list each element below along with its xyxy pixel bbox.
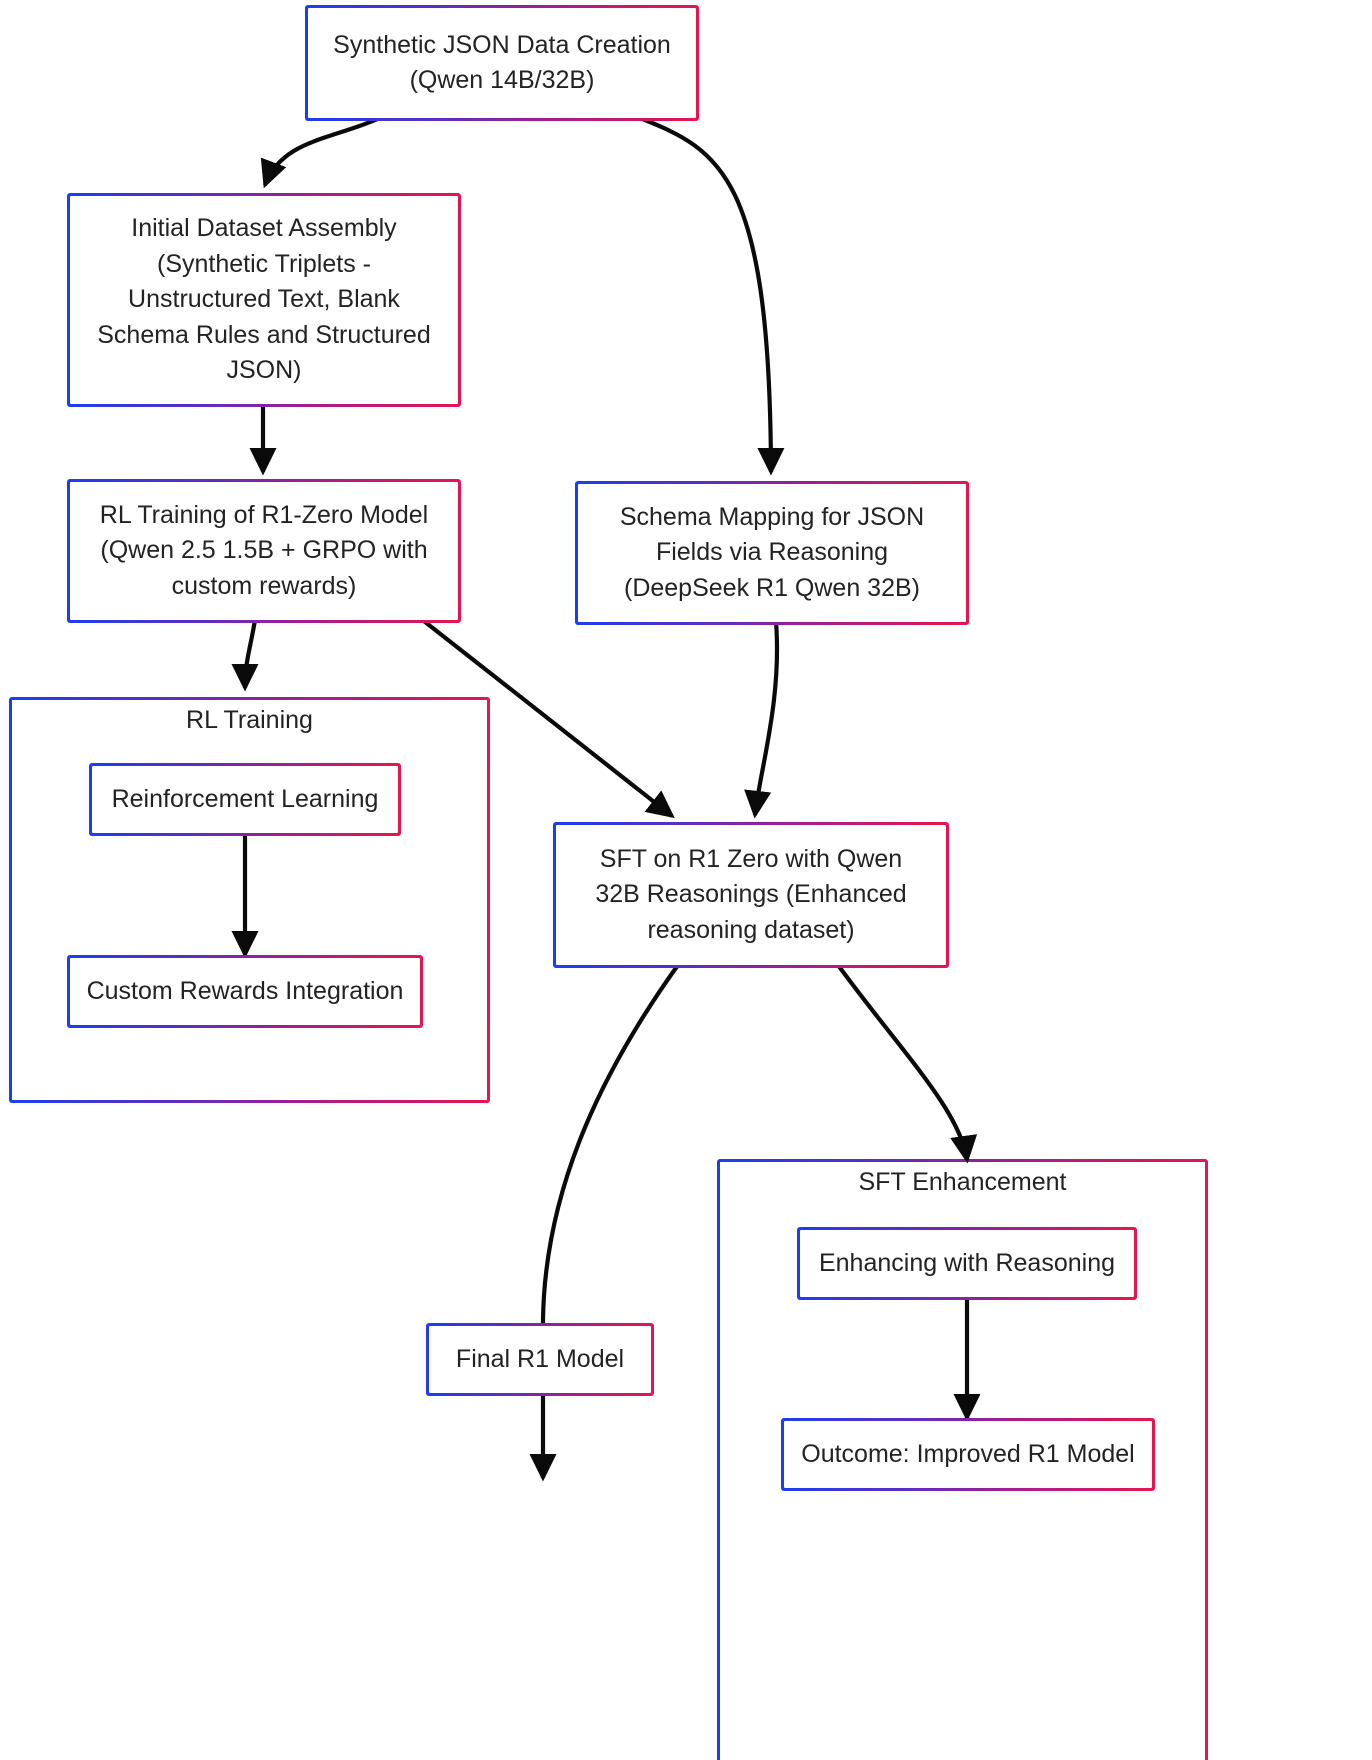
node-final-r1-model-label: Final R1 Model [455,1344,625,1373]
node-outcome-improved-r1-model[interactable]: Outcome: Improved R1 Model [781,1418,1155,1491]
node-custom-rewards-integration-label: Custom Rewards Integration [86,976,404,1005]
edge-synthetic-to-initial [260,116,381,189]
node-reinforcement-learning[interactable]: Reinforcement Learning [89,763,401,836]
node-enhancing-with-reasoning-label: Enhancing with Reasoning [818,1248,1116,1277]
edge-synthetic-to-schema [639,116,785,476]
node-final-r1-model[interactable]: Final R1 Model [426,1323,654,1396]
node-schema-mapping-for-json-fields-label: Schema Mapping for JSON Fields via Reaso… [619,502,925,602]
node-initial-dataset-assembly-label: Initial Dataset Assembly (Synthetic Trip… [97,214,431,385]
node-synthetic-json-data-creation-label: Synthetic JSON Data Creation (Qwen 14B/3… [333,30,671,95]
node-rl-training-of-r1-zero-model[interactable]: RL Training of R1-Zero Model (Qwen 2.5 1… [67,479,461,623]
node-sft-on-r1-zero-with-qwen-32b-label: SFT on R1 Zero with Qwen 32B Reasonings … [595,844,907,944]
edge-sft-to-sftcluster [836,963,978,1164]
node-schema-mapping-for-json-fields[interactable]: Schema Mapping for JSON Fields via Reaso… [575,481,969,625]
node-sft-on-r1-zero-with-qwen-32b[interactable]: SFT on R1 Zero with Qwen 32B Reasonings … [553,822,949,968]
node-outcome-improved-r1-model-label: Outcome: Improved R1 Model [801,1439,1135,1468]
cluster-rl-training-title: RL Training [186,706,313,734]
node-custom-rewards-integration[interactable]: Custom Rewards Integration [67,955,423,1028]
node-initial-dataset-assembly[interactable]: Initial Dataset Assembly (Synthetic Trip… [67,193,461,407]
node-reinforcement-learning-label: Reinforcement Learning [111,784,379,813]
edge-sft-to-finalmodel [529,963,680,1482]
edge-schema-to-sft [744,621,780,819]
node-synthetic-json-data-creation[interactable]: Synthetic JSON Data Creation (Qwen 14B/3… [305,5,699,121]
node-enhancing-with-reasoning[interactable]: Enhancing with Reasoning [797,1227,1137,1300]
cluster-sft-enhancement-title: SFT Enhancement [858,1168,1067,1196]
edge-rltraining-to-rlcluster [231,619,259,692]
cluster-rl-training: RL Training [9,697,490,1103]
node-rl-training-of-r1-zero-model-label: RL Training of R1-Zero Model (Qwen 2.5 1… [99,500,429,600]
